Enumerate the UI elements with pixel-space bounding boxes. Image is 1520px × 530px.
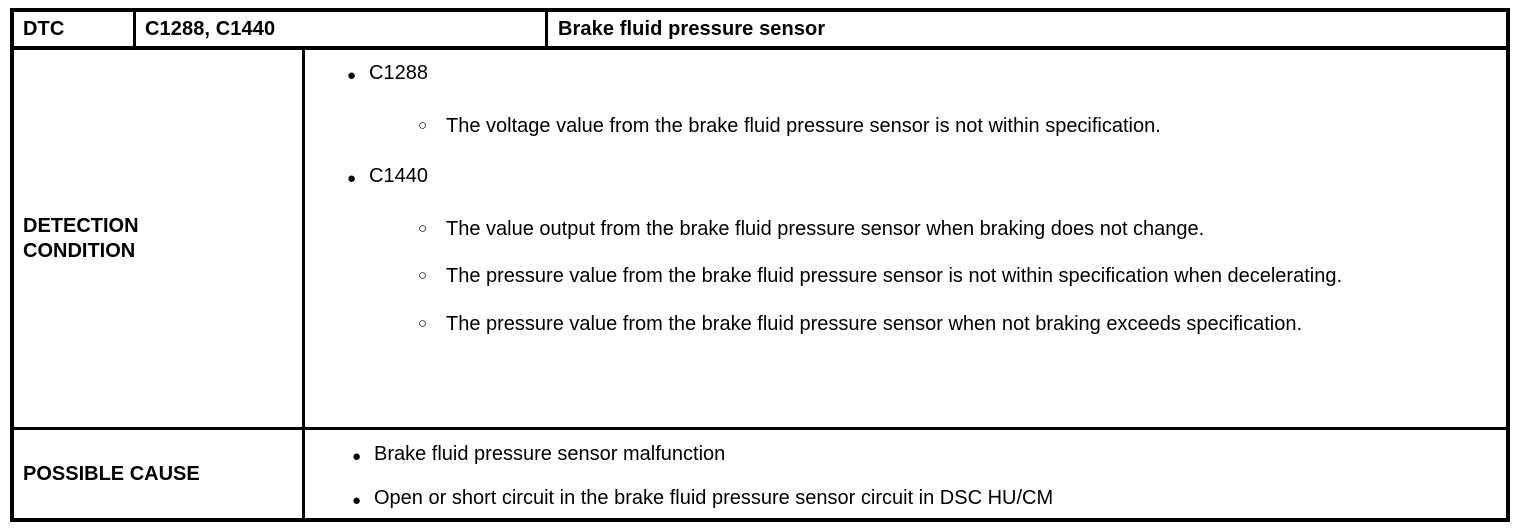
table-header-row: DTC C1288, C1440 Brake fluid pressure se… [14, 12, 1506, 50]
hollow-bullet-icon: ○ [418, 314, 428, 332]
hollow-bullet-icon: ○ [418, 219, 428, 237]
list-item-label: The pressure value from the brake fluid … [446, 265, 1343, 288]
cell-detection-condition-label: DETECTION CONDITION [14, 50, 305, 427]
cell-detection-condition-body: ● C1288 ○ The voltage value from the bra… [305, 50, 1506, 427]
filled-bullet-icon: ● [347, 67, 357, 84]
list-item: ● C1440 [305, 164, 1506, 187]
hollow-bullet-icon: ○ [418, 117, 428, 134]
cell-possible-cause-label: POSSIBLE CAUSE [14, 430, 305, 518]
cell-dtc-name: Brake fluid pressure sensor [548, 12, 1506, 46]
filled-bullet-icon: ● [347, 169, 357, 187]
list-item-label: The value output from the brake fluid pr… [446, 217, 1205, 240]
table-row: POSSIBLE CAUSE ● Brake fluid pressure se… [14, 430, 1506, 518]
list-item: ○ The pressure value from the brake flui… [305, 312, 1506, 338]
list-item: ● C1288 [305, 63, 1506, 84]
filled-bullet-icon: ● [352, 492, 362, 509]
list-item-label: The voltage value from the brake fluid p… [446, 115, 1161, 137]
cell-dtc-codes: C1288, C1440 [136, 12, 548, 46]
list-item: ○ The voltage value from the brake fluid… [305, 114, 1506, 140]
table-row: DETECTION CONDITION ● C1288 ○ The voltag… [14, 50, 1506, 430]
list-item-label: C1440 [369, 164, 428, 187]
list-item-label: The pressure value from the brake fluid … [446, 312, 1303, 335]
list-item: ● Open or short circuit in the brake flu… [309, 488, 1506, 509]
list-item: ○ The pressure value from the brake flui… [305, 264, 1506, 290]
list-item-label: C1288 [369, 62, 428, 84]
cell-dtc-label: DTC [14, 12, 136, 46]
detection-condition-list: ● C1288 ○ The voltage value from the bra… [305, 50, 1506, 337]
filled-bullet-icon: ● [352, 448, 362, 465]
list-item: ● Brake fluid pressure sensor malfunctio… [309, 444, 1506, 465]
dtc-codes-text: C1288, C1440 [145, 18, 276, 40]
possible-cause-label-text: POSSIBLE CAUSE [23, 462, 200, 485]
hollow-bullet-icon: ○ [418, 267, 428, 285]
detection-condition-label-text: DETECTION CONDITION [23, 215, 139, 262]
possible-cause-list: ● Brake fluid pressure sensor malfunctio… [305, 430, 1506, 509]
list-item: ○ The value output from the brake fluid … [305, 217, 1506, 243]
cell-possible-cause-body: ● Brake fluid pressure sensor malfunctio… [305, 430, 1506, 518]
dtc-diagnostic-table: DTC C1288, C1440 Brake fluid pressure se… [10, 8, 1510, 522]
list-item-label: Open or short circuit in the brake fluid… [374, 487, 1054, 509]
list-item-label: Brake fluid pressure sensor malfunction [374, 443, 726, 465]
dtc-label-text: DTC [23, 18, 65, 40]
dtc-name-text: Brake fluid pressure sensor [558, 18, 826, 40]
